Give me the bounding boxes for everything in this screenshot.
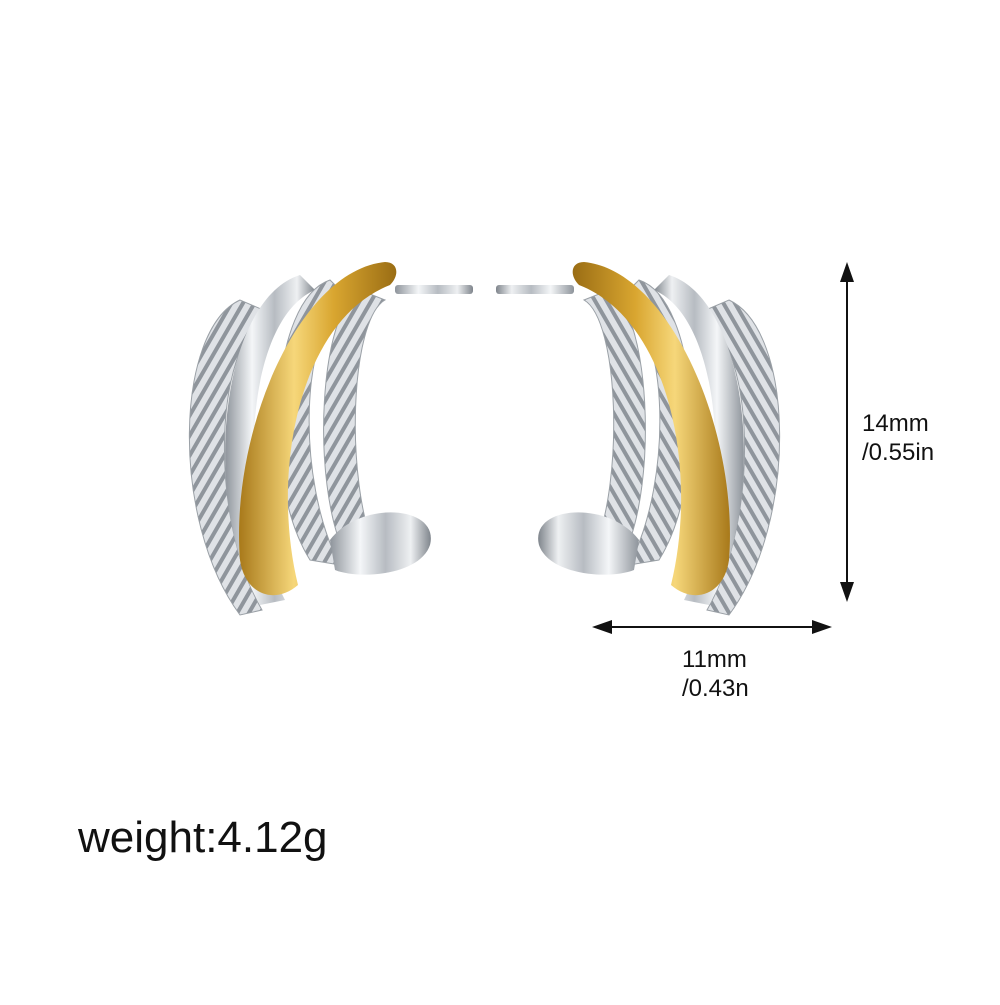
- height-dimension-arrow: [840, 262, 854, 602]
- arrow-right-icon: [812, 620, 832, 634]
- left-outer-twist-band: [188, 299, 270, 616]
- left-curl-end: [330, 512, 431, 575]
- width-mm: 11mm: [682, 646, 747, 673]
- right-earring: [496, 262, 781, 616]
- width-in: /0.43n: [682, 674, 749, 702]
- weight-label: weight:4.12g: [78, 813, 328, 862]
- width-label: 11mm /0.43n: [682, 646, 749, 704]
- right-gold-band: [572, 262, 730, 596]
- arrow-left-icon: [592, 620, 612, 634]
- left-earring: [188, 262, 473, 616]
- height-label: 14mm /0.55in: [862, 410, 934, 468]
- height-mm: 14mm: [862, 410, 929, 437]
- left-gold-band: [239, 262, 397, 596]
- left-earring-post: [395, 285, 473, 294]
- width-dimension-arrow: [592, 620, 832, 634]
- arrow-up-icon: [840, 262, 854, 282]
- right-outer-twist-band: [699, 299, 781, 616]
- right-curl-end: [538, 512, 639, 575]
- arrow-down-icon: [840, 582, 854, 602]
- height-in: /0.55in: [862, 438, 935, 466]
- right-earring-post: [496, 285, 574, 294]
